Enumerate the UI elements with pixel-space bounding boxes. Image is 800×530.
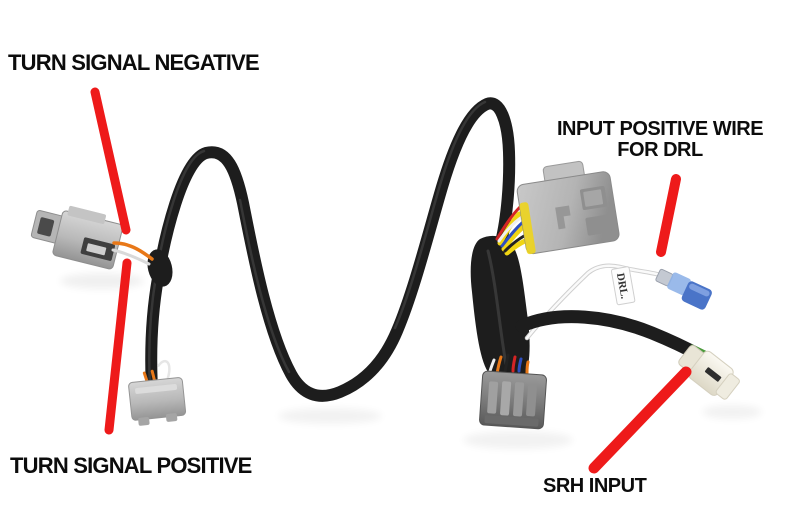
drl-tag-body (610, 266, 636, 306)
connector-foot-2 (165, 413, 178, 422)
connector-body (128, 377, 187, 421)
wire-seals-yellow (519, 202, 536, 255)
negative-orange-wire (112, 241, 154, 261)
connector-keyway (555, 205, 571, 230)
annotation-pointers (90, 87, 692, 474)
turn-signal-negative-connector (30, 205, 124, 270)
srh-input-connector (678, 345, 740, 400)
shadow-srh-connector (702, 405, 762, 419)
label-srh-input: SRH INPUT (543, 475, 647, 497)
splitter-sheath (470, 235, 530, 384)
connector-slot (704, 367, 722, 382)
blue-sleeve (667, 272, 691, 296)
connector-rib-3 (513, 382, 525, 417)
srh-lead-cable (515, 310, 706, 362)
drl-main-connector (516, 160, 620, 255)
label-input-positive-wire: INPUT POSITIVE WIRE FOR DRL (520, 119, 800, 161)
drl-connector-wires (495, 205, 528, 256)
shadow-left-connector (60, 273, 144, 289)
pointer-turn-signal-negative (90, 87, 131, 235)
wire-junction-wrap (147, 249, 173, 287)
drl-lead-wire (525, 264, 669, 340)
connector-metal-tab (86, 243, 107, 256)
connector-ridge (67, 205, 106, 224)
soft-shadows (60, 273, 762, 449)
blue-body-sheen (689, 283, 710, 297)
connector-foot-1 (138, 417, 150, 426)
connector-rib-2 (500, 381, 512, 416)
drl-tag: DRL. (610, 266, 636, 306)
pointer-srh-input (588, 366, 692, 474)
label-input-positive-line1: INPUT POSITIVE WIRE (556, 118, 764, 140)
label-input-positive-line2: FOR DRL (617, 139, 703, 161)
connector-base (484, 415, 539, 427)
turn-signal-positive-connector (128, 359, 187, 426)
connector-slot-1-inner (583, 189, 604, 207)
connector-top-sheen (135, 383, 178, 394)
main-harness-cable (145, 97, 516, 402)
connector-rib-1 (487, 381, 499, 414)
connector-tip-opening (37, 217, 55, 237)
connector-nose (715, 373, 740, 400)
connector-rib-4 (526, 384, 537, 417)
shadow-valley (278, 408, 382, 424)
negative-white-wire (111, 248, 151, 266)
connector-slot-2 (585, 214, 612, 236)
sheath-highlight (486, 249, 508, 366)
blue-body (681, 281, 712, 310)
drl-blue-connector (655, 268, 712, 310)
label-turn-signal-negative: TURN SIGNAL NEGATIVE (8, 50, 260, 75)
drl-tag-text: DRL. (614, 272, 630, 300)
srh-main-connector (479, 370, 547, 430)
turn-signal-wires (111, 241, 154, 266)
shadow-center-connector (463, 431, 573, 449)
cable-sheen-highlight (148, 100, 487, 388)
positive-white-wire (157, 359, 171, 379)
label-turn-signal-positive: TURN SIGNAL POSITIVE (10, 453, 252, 478)
pointer-input-positive-drl (656, 174, 681, 257)
pointer-turn-signal-positive (104, 258, 132, 435)
